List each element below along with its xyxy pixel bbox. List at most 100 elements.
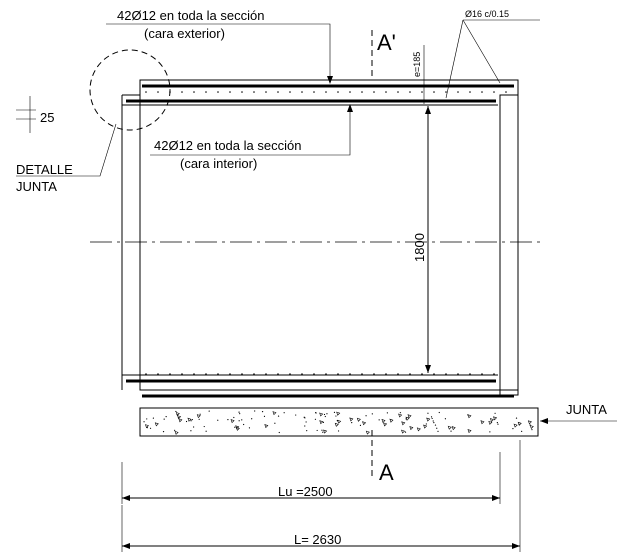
bar-dot xyxy=(229,373,231,375)
callout-outer-line2: (cara exterior) xyxy=(144,26,225,41)
aggregate-stone xyxy=(365,430,370,435)
bar-dot xyxy=(385,373,387,375)
concrete-base xyxy=(139,407,539,437)
aggregate-dot xyxy=(315,412,317,414)
aggregate-stone xyxy=(513,423,518,428)
aggregate-stone xyxy=(235,426,240,431)
aggregate-dot xyxy=(176,413,178,416)
aggregate-dot xyxy=(162,431,165,433)
aggregate-dot xyxy=(304,425,306,427)
bar-dots xyxy=(145,91,507,375)
aggregate-dot xyxy=(146,418,148,420)
aggregate-dot xyxy=(199,413,201,415)
bar-dot xyxy=(277,373,279,375)
diameter-arrow-bottom xyxy=(425,365,431,373)
aggregate-stone xyxy=(489,418,494,423)
bar-dot xyxy=(289,91,291,93)
aggregate-dot xyxy=(233,416,235,419)
bar-dot xyxy=(481,91,483,93)
aggregate-dot xyxy=(324,415,326,418)
diameter-dimension: 1800 xyxy=(412,106,431,373)
bar-dot xyxy=(469,373,471,375)
aggregate-stone xyxy=(230,419,235,424)
aggregate-dot xyxy=(515,417,518,419)
bar-dot xyxy=(373,91,375,93)
stirrup-leader-2 xyxy=(462,19,501,84)
aggregate-dot xyxy=(306,430,308,432)
bar-dot xyxy=(169,373,171,375)
bar-dot xyxy=(193,373,195,375)
aggregate-stone xyxy=(187,417,192,422)
aggregate-pattern xyxy=(143,410,534,435)
aggregate-stone xyxy=(517,421,522,426)
aggregate-dot xyxy=(316,429,318,432)
aggregate-stone xyxy=(529,425,534,430)
aggregate-dot xyxy=(238,420,240,422)
aggregate-dot xyxy=(261,411,264,413)
bar-dot xyxy=(313,373,315,375)
bar-dot xyxy=(217,91,219,93)
aggregate-dot xyxy=(323,413,326,416)
aggregate-dot xyxy=(322,421,325,423)
callout-outer-face: 42Ø12 en toda la sección (cara exterior) xyxy=(106,8,333,84)
aggregate-dot xyxy=(227,419,229,421)
aggregate-dot xyxy=(263,415,266,417)
detail-circle xyxy=(89,49,171,131)
aggregate-stone xyxy=(334,422,339,427)
bar-dot xyxy=(433,91,435,93)
section-label-bottom: A xyxy=(379,460,394,485)
aggregate-dot xyxy=(314,418,317,420)
aggregate-dot xyxy=(494,412,496,414)
aggregate-dot xyxy=(193,426,195,428)
aggregate-dot xyxy=(371,413,373,415)
aggregate-dot xyxy=(427,412,429,414)
joint-callout: JUNTA xyxy=(540,402,617,424)
bar-dot xyxy=(325,91,327,93)
bar-dot xyxy=(385,91,387,93)
aggregate-dot xyxy=(205,430,207,432)
bar-dot xyxy=(157,373,159,375)
bar-dot xyxy=(205,373,207,375)
callout-stirrup: Ø16 c/0.15 xyxy=(445,9,540,99)
bar-dot xyxy=(145,91,147,93)
aggregate-dot xyxy=(295,414,297,416)
aggregate-stone xyxy=(401,421,406,426)
joint-arrow xyxy=(540,418,548,424)
aggregate-dot xyxy=(431,417,433,420)
bar-dot xyxy=(421,373,423,375)
aggregate-stone xyxy=(467,414,472,419)
gap-label: 25 xyxy=(40,110,54,125)
aggregate-dot xyxy=(434,424,437,426)
aggregate-dot xyxy=(531,429,533,431)
thickness-label: e=185 xyxy=(412,52,422,77)
aggregate-dot xyxy=(405,418,407,420)
inner-arrow-left xyxy=(122,495,130,501)
callout-outer-line1: 42Ø12 en toda la sección xyxy=(117,8,264,23)
aggregate-stone xyxy=(175,412,180,417)
bar-dot xyxy=(373,373,375,375)
aggregate-dot xyxy=(386,412,388,414)
aggregate-dot xyxy=(278,431,280,434)
aggregate-stone xyxy=(356,417,361,422)
aggregate-stone xyxy=(177,415,182,420)
aggregate-dot xyxy=(337,420,339,422)
aggregate-stone xyxy=(527,420,532,425)
bar-dot xyxy=(457,91,459,93)
bar-dot xyxy=(253,91,255,93)
aggregate-dot xyxy=(251,418,253,420)
aggregate-dot xyxy=(450,430,452,432)
section-label-top: A' xyxy=(377,30,396,55)
aggregate-dot xyxy=(521,430,523,432)
aggregate-dot xyxy=(163,418,165,420)
detail-label-line2: JUNTA xyxy=(16,179,57,194)
aggregate-dot xyxy=(437,430,439,432)
aggregate-dot xyxy=(497,423,499,425)
spigot-end xyxy=(499,94,519,396)
aggregate-stone xyxy=(337,419,342,424)
aggregate-stone xyxy=(154,422,159,427)
aggregate-dot xyxy=(359,424,362,426)
bar-dot xyxy=(409,91,411,93)
diameter-arrow-top xyxy=(425,106,431,114)
callout-inner-face: 42Ø12 en toda la sección (cara interior) xyxy=(150,104,353,171)
